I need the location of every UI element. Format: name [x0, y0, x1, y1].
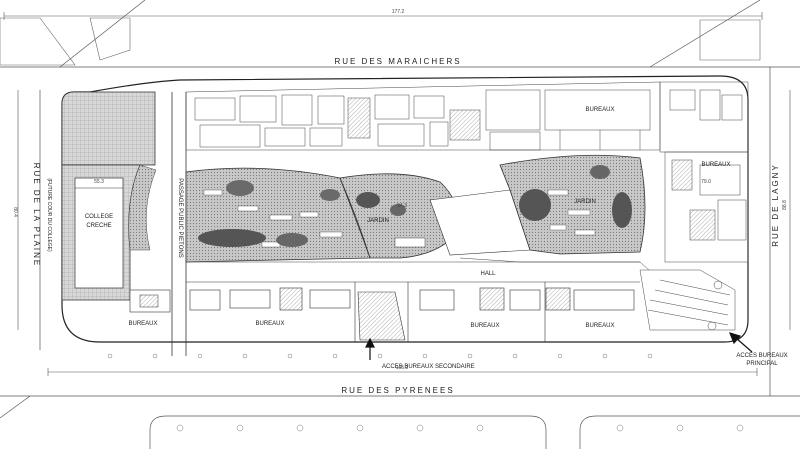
- east-rooms: [659, 81, 749, 263]
- creche-label: CRECHE: [86, 223, 111, 229]
- street-south-label: RUE DES PYRENEES: [341, 386, 454, 395]
- hall-label: HALL: [480, 271, 496, 277]
- dim-left: 80.4: [12, 207, 18, 217]
- bureaux-label-4: BUREAUX: [585, 323, 614, 329]
- level-b: 94.3: [397, 203, 407, 209]
- dim-top: 177.2: [392, 9, 405, 15]
- access-main-label-1: ACCES BUREAUX: [736, 353, 787, 359]
- dimension-lines: [3, 12, 791, 376]
- south-rooms: [186, 281, 640, 342]
- street-west-label: RUE DE LA PLAINE: [32, 163, 41, 267]
- street-north-label: RUE DES MARAICHERS: [334, 57, 461, 66]
- jardin-2-label: JARDIN: [574, 199, 596, 205]
- dim-right: 88.8: [782, 200, 788, 210]
- bureaux-label-5: BUREAUX: [585, 107, 614, 113]
- access-secondary-label: ACCES BUREAUX SECONDAIRE: [382, 364, 475, 370]
- garden-east: [499, 154, 646, 255]
- hall-zone: [186, 257, 736, 331]
- level-c: 79.0: [701, 179, 711, 185]
- neighbour-building: [0, 17, 761, 66]
- jardin-1-label: JARDIN: [367, 218, 389, 224]
- bureaux-label-6: BUREAUX: [701, 162, 730, 168]
- access-main-label-2: PRINCIPAL: [746, 361, 778, 367]
- access-arrows: [365, 332, 753, 360]
- bureaux-label-2: BUREAUX: [255, 321, 284, 327]
- college-creche-block: [61, 91, 171, 313]
- dim-bottom: 165.2: [396, 365, 409, 371]
- level-a: 55.3: [94, 179, 104, 185]
- garden-west: [185, 167, 371, 263]
- street-west-sublabel: (FUTURE COUR DU COLLEGE): [46, 178, 52, 252]
- passage-label: PASSAGE PUBLIC PIETONS: [177, 178, 183, 257]
- street-lamps: [107, 353, 744, 432]
- bureaux-label-3: BUREAUX: [470, 323, 499, 329]
- garden-centre: [339, 173, 531, 259]
- college-label: COLLEGE: [85, 214, 113, 220]
- bureaux-label-1: BUREAUX: [128, 321, 157, 327]
- street-east-label: RUE DE LAGNY: [771, 163, 780, 247]
